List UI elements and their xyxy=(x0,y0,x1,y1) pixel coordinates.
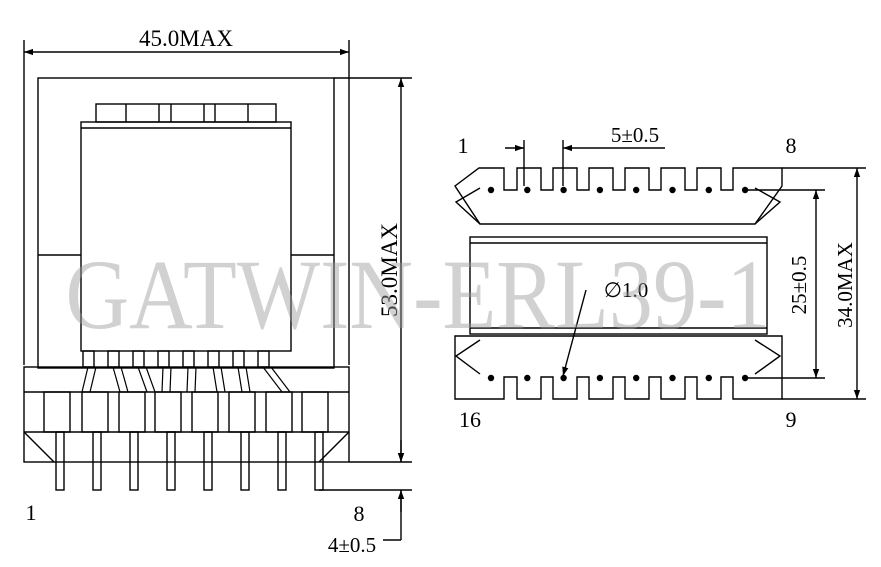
front-pin-last-label: 8 xyxy=(354,501,365,526)
core-terminal xyxy=(182,350,195,368)
bottom-view xyxy=(454,140,866,400)
lead-wire xyxy=(194,366,197,393)
lead-wire xyxy=(81,366,89,393)
lead-wire xyxy=(212,366,218,393)
pin xyxy=(92,431,102,491)
pin-hole xyxy=(741,374,749,382)
lead-wire xyxy=(89,366,97,393)
lead-wire xyxy=(245,366,251,393)
core-terminal xyxy=(107,350,120,368)
hole-label: ∅1.0 xyxy=(604,278,649,302)
core-terminal xyxy=(82,350,95,368)
lead-wire xyxy=(169,366,172,393)
base-slot xyxy=(301,391,329,433)
top-pin-row xyxy=(454,167,783,225)
pin xyxy=(203,431,213,491)
pin-hole xyxy=(524,186,531,194)
lead-wire xyxy=(220,366,226,393)
lead-wire xyxy=(137,366,148,393)
pin-length-label: 4±0.5 xyxy=(328,533,376,557)
center-core xyxy=(469,236,768,335)
base-slot xyxy=(43,391,71,433)
pin-hole xyxy=(669,186,676,194)
depth-label: 34.0MAX xyxy=(833,242,857,328)
base-slot xyxy=(228,391,256,433)
frame xyxy=(37,77,335,369)
pin-hole xyxy=(524,374,531,382)
lead-wire xyxy=(145,366,156,393)
base xyxy=(23,366,350,463)
top-tabs xyxy=(95,103,277,123)
pin-hole xyxy=(596,374,604,382)
base-slot xyxy=(81,391,109,433)
pin-hole xyxy=(705,374,712,382)
lead-wire xyxy=(186,366,189,393)
pin-hole xyxy=(741,186,749,194)
lead-wire xyxy=(262,366,283,393)
pin-hole xyxy=(705,186,712,194)
bottom-pin-row xyxy=(454,335,783,400)
base-slot xyxy=(191,391,219,433)
base-slot xyxy=(154,391,182,433)
core-terminal xyxy=(232,350,245,368)
pin-hole xyxy=(560,186,567,194)
bottom-pin-1-label: 1 xyxy=(458,133,469,158)
pin-hole xyxy=(596,186,604,194)
pin xyxy=(277,431,287,491)
height-label: 53.0MAX xyxy=(377,223,402,317)
front-view xyxy=(23,40,412,541)
pin-hole xyxy=(669,374,676,382)
core-terminal xyxy=(157,350,170,368)
lead-wire xyxy=(161,366,164,393)
pin xyxy=(129,431,139,491)
lead-wire xyxy=(270,366,291,393)
base-slot xyxy=(265,391,293,433)
core-terminal xyxy=(132,350,145,368)
base-slot xyxy=(118,391,146,433)
pin-hole xyxy=(633,186,640,194)
row-spacing-label: 25±0.5 xyxy=(787,256,811,315)
bottom-pin-8-label: 8 xyxy=(786,133,797,158)
watermark: GATWIN-ERL39-1 xyxy=(66,239,771,350)
lead-wire xyxy=(237,366,243,393)
pitch-label: 5±0.5 xyxy=(611,123,659,147)
pin-hole xyxy=(633,374,640,382)
front-pin-first-label: 1 xyxy=(26,500,37,525)
pin-hole xyxy=(487,186,495,194)
bottom-pin-9-label: 9 xyxy=(786,407,797,432)
bottom-pin-16-label: 16 xyxy=(459,407,481,432)
pin xyxy=(314,431,324,491)
core-terminal xyxy=(207,350,220,368)
pin xyxy=(240,431,250,491)
pin-hole xyxy=(560,374,567,382)
lead-wire xyxy=(112,366,121,393)
pin xyxy=(166,431,176,491)
pin-hole xyxy=(487,374,495,382)
core-terminal xyxy=(257,350,270,368)
lead-wire xyxy=(120,366,129,393)
pin xyxy=(55,431,65,491)
width-label: 45.0MAX xyxy=(139,26,233,51)
